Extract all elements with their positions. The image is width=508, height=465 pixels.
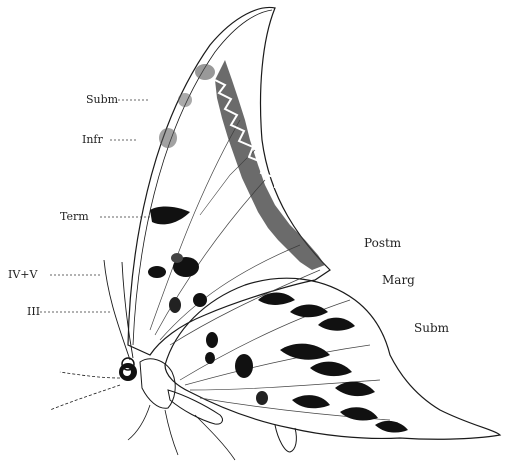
label-subm-forewing: Subm bbox=[86, 94, 118, 106]
hindwing-lunule bbox=[335, 382, 375, 396]
hindwing-lunule bbox=[375, 421, 408, 433]
label-postm: Postm bbox=[364, 237, 401, 249]
hindwing-spot bbox=[206, 332, 218, 348]
hindwing-spot bbox=[235, 354, 253, 378]
hindwing-lunule bbox=[310, 362, 352, 376]
forewing-marginal-band bbox=[215, 60, 325, 270]
forewing-spot bbox=[148, 266, 166, 278]
forewing-spot bbox=[159, 128, 177, 148]
forewing-term-spot bbox=[150, 206, 190, 224]
label-infr: Infr bbox=[82, 134, 103, 146]
label-iii: III bbox=[27, 306, 40, 318]
forewing-outline bbox=[128, 7, 330, 355]
palpi bbox=[60, 372, 120, 378]
label-marg: Marg bbox=[382, 274, 415, 286]
forewing-spot bbox=[193, 293, 207, 307]
forewing-spot bbox=[195, 64, 215, 80]
hindwing-spot bbox=[205, 352, 215, 364]
label-subm-hindwing: Subm bbox=[414, 322, 449, 334]
hindwing-lunule bbox=[280, 344, 330, 360]
forewing-spot bbox=[178, 93, 192, 107]
palpi bbox=[50, 385, 120, 410]
leg bbox=[195, 415, 235, 460]
label-iv-v: IV+V bbox=[8, 269, 37, 281]
forewing-spot bbox=[169, 297, 181, 313]
forewing-spot bbox=[171, 253, 183, 263]
hindwing-spot bbox=[256, 391, 268, 405]
thorax bbox=[140, 359, 175, 408]
hindwing-lunule bbox=[318, 318, 355, 331]
hindwing-lunule bbox=[292, 395, 330, 408]
label-term: Term bbox=[60, 211, 89, 223]
hindwing-lunule bbox=[340, 407, 378, 420]
hindwing-lunule bbox=[290, 305, 328, 318]
leg bbox=[165, 410, 178, 455]
leg bbox=[128, 405, 150, 440]
